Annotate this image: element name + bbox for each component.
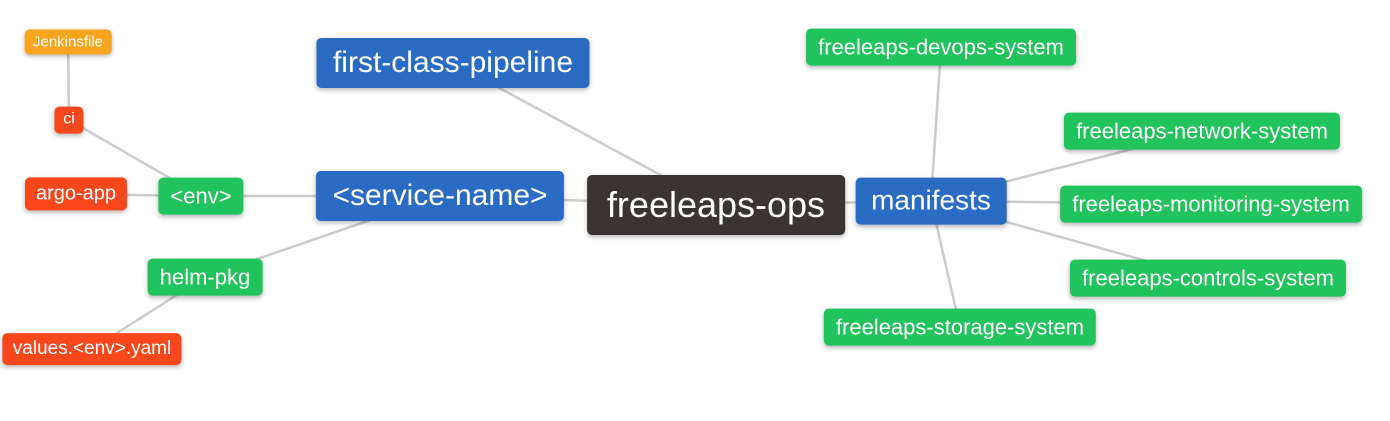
node-values-env-yaml[interactable]: values.<env>.yaml <box>2 333 182 365</box>
node-ci[interactable]: ci <box>54 106 84 134</box>
node-label: Jenkinsfile <box>32 33 104 51</box>
node-service-name[interactable]: <service-name> <box>315 170 565 222</box>
node-label: freeleaps-ops <box>606 184 826 226</box>
node-label: freeleaps-storage-system <box>835 314 1085 340</box>
node-label: freeleaps-devops-system <box>818 34 1064 60</box>
node-label: first-class-pipeline <box>332 45 574 79</box>
node-label: freeleaps-monitoring-system <box>1072 191 1350 217</box>
node-helm-pkg[interactable]: helm-pkg <box>147 258 263 296</box>
node-label: ci <box>63 110 75 128</box>
node-manifests[interactable]: manifests <box>855 177 1007 225</box>
node-storage-system[interactable]: freeleaps-storage-system <box>823 308 1097 346</box>
node-first-class-pipeline[interactable]: first-class-pipeline <box>316 37 590 89</box>
node-label: helm-pkg <box>159 264 251 290</box>
node-label: <service-name> <box>332 178 548 212</box>
node-label: <env> <box>170 183 232 209</box>
node-label: freeleaps-network-system <box>1076 118 1328 144</box>
node-monitoring-system[interactable]: freeleaps-monitoring-system <box>1060 185 1362 223</box>
node-jenkinsfile[interactable]: Jenkinsfile <box>24 29 112 55</box>
node-label: manifests <box>871 184 991 216</box>
node-argo-app[interactable]: argo-app <box>24 177 128 211</box>
node-devops-system[interactable]: freeleaps-devops-system <box>806 28 1076 66</box>
node-network-system[interactable]: freeleaps-network-system <box>1063 112 1341 150</box>
edge-manifests-devops-system <box>929 46 943 202</box>
node-freeleaps-ops[interactable]: freeleaps-ops <box>587 174 845 236</box>
node-env[interactable]: <env> <box>158 177 244 215</box>
node-controls-system[interactable]: freeleaps-controls-system <box>1069 259 1347 297</box>
node-label: values.<env>.yaml <box>12 338 172 360</box>
node-label: freeleaps-controls-system <box>1082 265 1334 291</box>
node-label: argo-app <box>35 182 117 205</box>
